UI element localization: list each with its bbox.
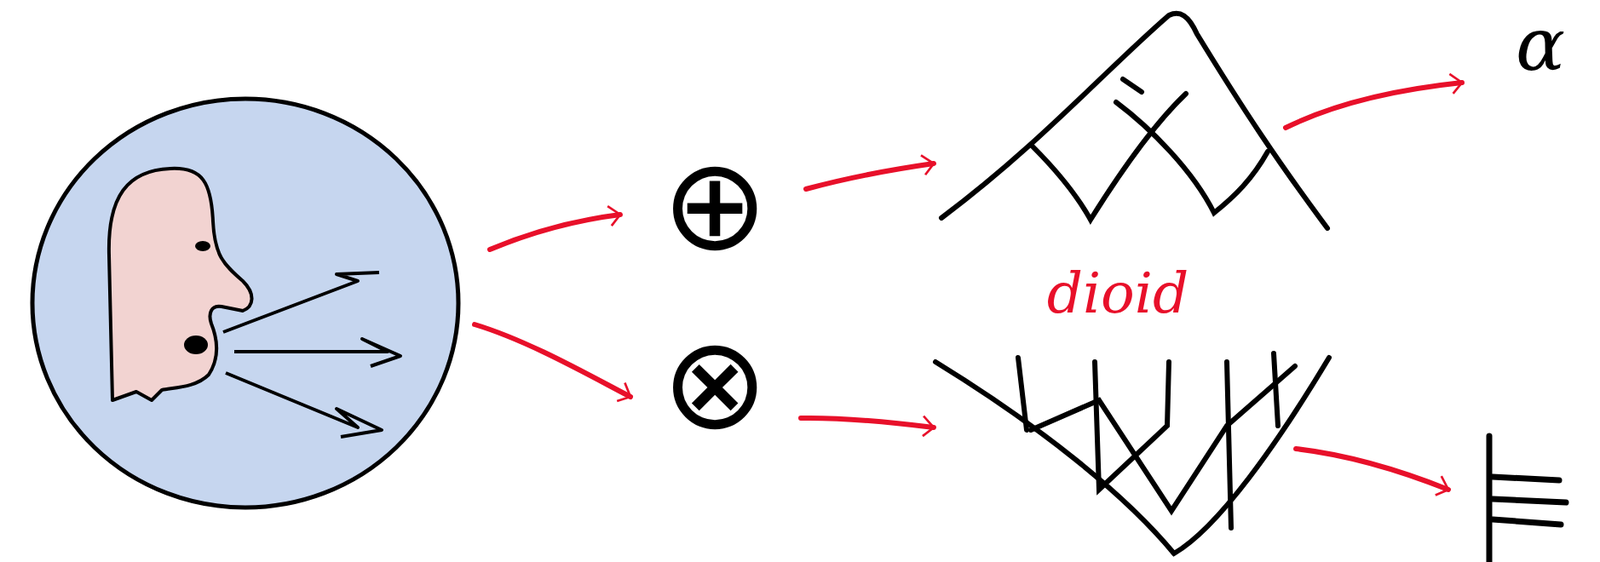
mouth xyxy=(184,335,208,355)
dioid-label: dioid xyxy=(1047,265,1189,323)
top-symbol xyxy=(1489,436,1566,562)
blow-lines xyxy=(223,272,401,438)
face-profile xyxy=(109,168,253,401)
times-operator: ⊗ xyxy=(661,319,769,448)
alpha-symbol: α xyxy=(1515,7,1566,81)
meet-lattice xyxy=(941,13,1328,229)
join-lattice xyxy=(935,353,1330,554)
red-arrows xyxy=(474,82,1462,490)
plus-operator: ⊕ xyxy=(661,140,769,269)
bubble-circle xyxy=(32,98,459,508)
eye xyxy=(195,241,211,252)
